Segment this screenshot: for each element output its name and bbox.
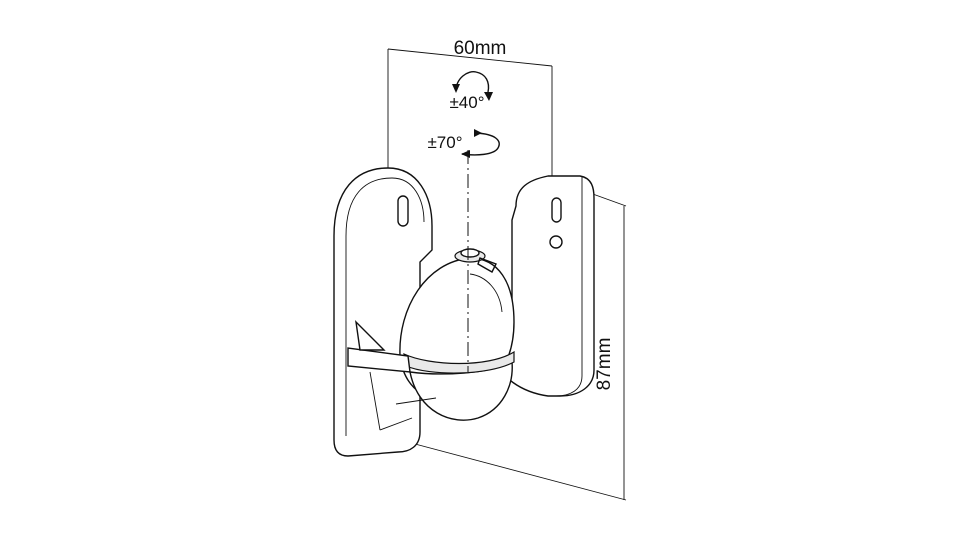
tilt-arc [455,71,490,93]
swivel-arc [461,132,500,156]
lower-arm [347,320,437,431]
wall-plate [333,167,433,457]
locking-screw [454,248,497,273]
tilt-rotation-indicator: ±40° [449,71,493,112]
tilt-arrowhead-left-icon [452,84,460,93]
ball-ring [403,350,515,374]
width-dimension: 60mm [387,38,553,182]
ball-joint [399,257,515,421]
lower-arm-plate [347,347,411,373]
lower-arm-wedge [355,320,386,351]
height-label: 87mm [594,338,615,391]
width-dimension-line [387,48,553,67]
height-extension-top [589,192,627,207]
height-dimension: 87mm [399,192,627,501]
tilt-arrowhead-right-icon [484,92,493,101]
ball-highlight [469,273,503,313]
u-bracket-edge [555,176,583,397]
height-extension-bottom [399,439,627,501]
swivel-arrowhead-top-icon [474,129,482,137]
wall-plate-edge [345,177,425,436]
u-bracket-slot-icon [551,197,562,223]
swivel-label: ±70° [427,133,462,152]
width-label: 60mm [454,38,507,59]
swivel-rotation-indicator: ±70° [427,129,500,158]
u-bracket-hole-icon [549,235,563,249]
wall-plate-outline [333,167,433,457]
u-bracket-arm [495,175,595,397]
screw-cap-icon [460,248,480,258]
wall-plate-slot-icon [397,195,409,227]
lower-arm-edges [369,371,437,431]
tilt-label: ±40° [449,93,484,112]
screw-tab-icon [477,257,497,273]
